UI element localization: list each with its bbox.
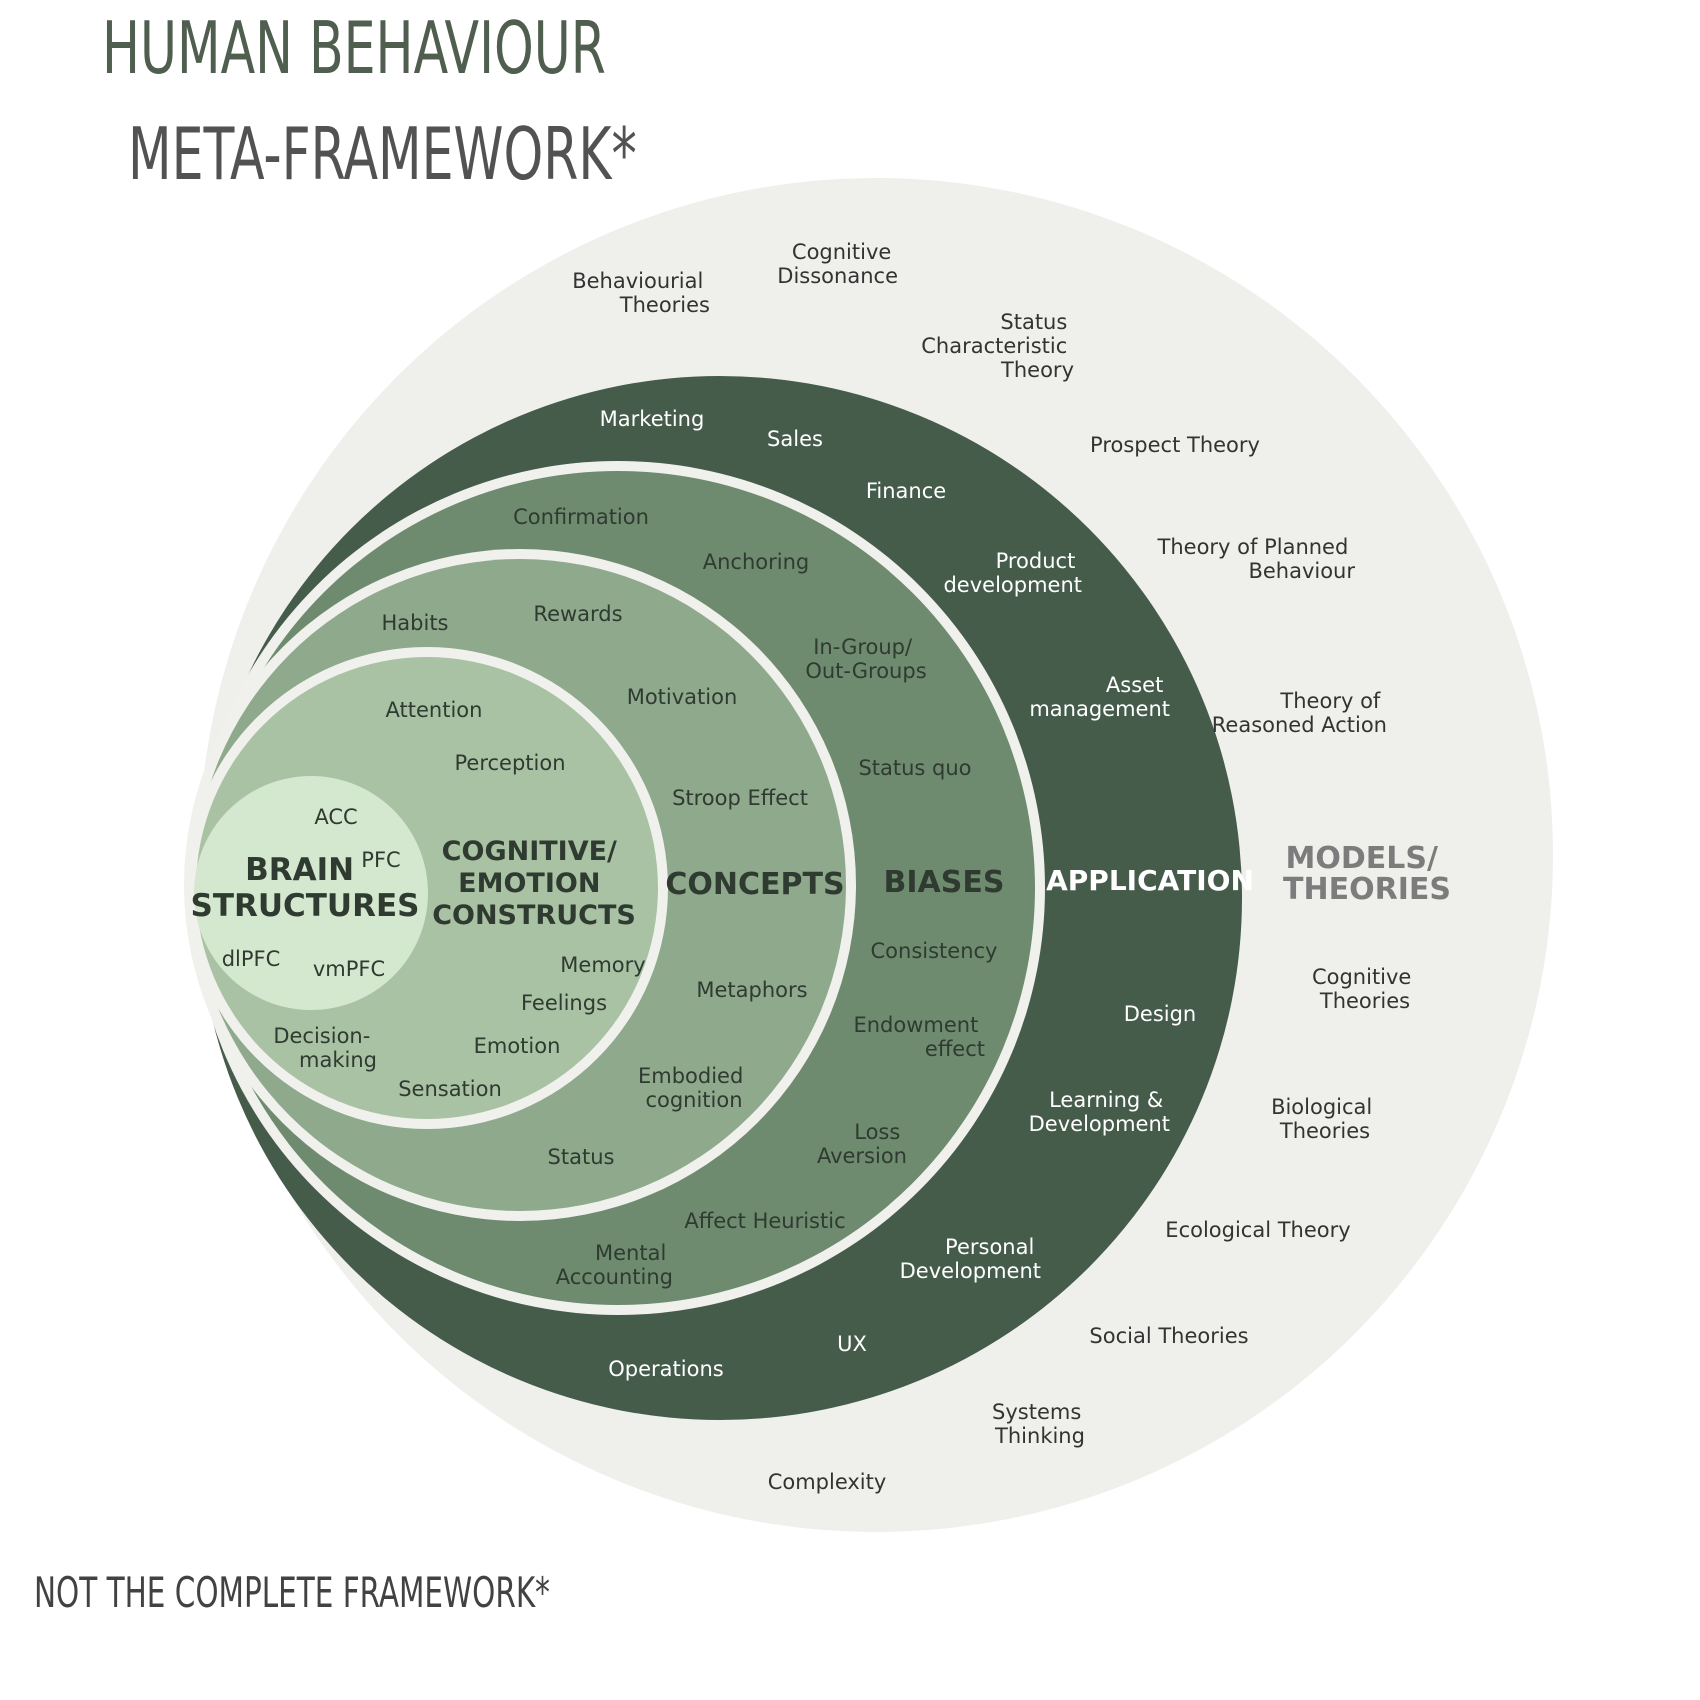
label-status-quo: Status quo [858,756,971,780]
layer-rings [184,178,1553,1532]
label-embodied-cognition: Embodied cognition [638,1064,750,1112]
label-biological-theories: Biological Theories [1271,1095,1379,1143]
application-heading: APPLICATION [1046,864,1254,897]
footnote: NOT THE COMPLETE FRAMEWORK* [34,1568,550,1617]
label-acc: ACC [314,805,357,829]
label-pfc: PFC [361,848,400,872]
label-loss-aversion: Loss Aversion [817,1120,907,1168]
label-theory-of-planned-behaviour: Theory of Planned Behaviour [1157,535,1356,583]
label-social-theories: Social Theories [1089,1324,1248,1348]
label-feelings: Feelings [521,991,607,1015]
label-confirmation: Confirmation [513,505,649,529]
label-habits: Habits [382,611,449,635]
label-prospect-theory: Prospect Theory [1090,433,1260,457]
constructs-heading: COGNITIVE/ EMOTION CONSTRUCTS [432,836,636,931]
constructs-layer: COGNITIVE/ EMOTION CONSTRUCTS Attention … [273,698,645,1101]
brain-heading: BRAIN STRUCTURES [191,852,420,924]
label-sales: Sales [767,427,823,451]
label-finance: Finance [866,479,946,503]
label-design: Design [1124,1002,1197,1026]
label-cognitive-dissonance: Cognitive Dissonance [777,240,898,288]
label-learning-development: Learning & Development [1029,1088,1170,1136]
label-emotion: Emotion [474,1034,561,1058]
label-perception: Perception [454,751,565,775]
title-line-1: HUMAN BEHAVIOUR [102,6,606,90]
label-status: Status [548,1145,615,1169]
brain-layer: BRAIN STRUCTURES ACC PFC dlPFC vmPFC [191,805,420,981]
label-metaphors: Metaphors [696,978,807,1002]
label-complexity: Complexity [768,1470,887,1494]
brain-core [194,776,428,1010]
label-behavioural-theories: Behaviourial Theories [572,269,710,317]
label-marketing: Marketing [600,407,705,431]
label-ecological-theory: Ecological Theory [1165,1218,1350,1242]
label-rewards: Rewards [533,602,622,626]
concepts-heading: CONCEPTS [665,867,844,902]
label-theory-of-reasoned-action: Theory of Reasoned Action [1212,689,1387,737]
label-systems-thinking: Systems Thinking [992,1400,1088,1448]
label-decision-making: Decision- making [273,1024,377,1072]
label-attention: Attention [386,698,483,722]
label-affect-heuristic: Affect Heuristic [684,1209,845,1233]
label-memory: Memory [560,953,645,977]
concepts-layer: CONCEPTS Habits Rewards Motivation Stroo… [382,602,845,1169]
label-asset-management: Asset management [1029,673,1170,721]
label-endowment-effect: Endowment effect [853,1013,985,1061]
label-consistency: Consistency [871,939,998,963]
label-product-development: Product development [943,549,1082,597]
label-mental-accounting: Mental Accounting [556,1241,673,1289]
label-cognitive-theories: Cognitive Theories [1312,965,1418,1013]
label-in-group-out-groups: In-Group/ Out-Groups [805,635,926,683]
models-layer: MODELS/ THEORIES Behaviourial Theories C… [572,240,1451,1494]
biases-heading: BIASES [884,865,1005,900]
label-personal-development: Personal Development [900,1235,1041,1283]
label-ux: UX [837,1332,867,1356]
title-line-2: META-FRAMEWORK* [128,112,637,196]
label-operations: Operations [608,1357,723,1381]
label-sensation: Sensation [398,1077,502,1101]
models-heading: MODELS/ THEORIES [1283,841,1451,907]
label-status-characteristic-theory: Status Characteristic Theory [921,310,1074,382]
application-layer: APPLICATION Marketing Sales Finance Prod… [600,407,1254,1381]
label-dlpfc: dlPFC [222,947,281,971]
label-stroop-effect: Stroop Effect [672,786,808,810]
label-motivation: Motivation [627,685,738,709]
label-anchoring: Anchoring [703,550,810,574]
biases-layer: BIASES Confirmation Anchoring In-Group/ … [513,505,1004,1289]
label-vmpfc: vmPFC [313,957,385,981]
